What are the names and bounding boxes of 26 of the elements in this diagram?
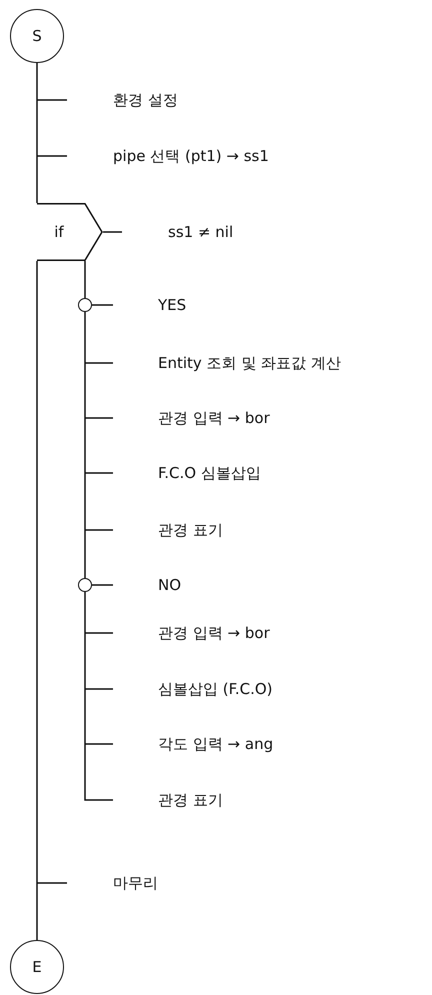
step-text: ss1 ≠ nil: [168, 223, 234, 241]
step-text: pipe 선택 (pt1) → ss1: [113, 147, 269, 165]
branch-circle: [78, 298, 92, 312]
branch-circle: [78, 578, 92, 592]
step-text: 관경 표기: [158, 521, 223, 539]
step-text: 관경 표기: [158, 791, 223, 809]
step-text: Entity 조회 및 좌표값 계산: [158, 354, 341, 372]
terminal-circle: [10, 940, 64, 994]
step-text: 심볼삽입 (F.C.O): [158, 680, 273, 698]
connector-line: [84, 312, 86, 578]
step-text: F.C.O 심볼삽입: [158, 464, 261, 482]
step-text: NO: [158, 576, 182, 594]
step-text: 관경 입력 → bor: [158, 409, 270, 427]
connector-line: [84, 261, 86, 298]
connector-line: [36, 261, 38, 940]
step-text: YES: [158, 296, 186, 314]
connector-line: [36, 63, 38, 203]
step-text: 각도 입력 → ang: [158, 735, 274, 753]
terminal-label: E: [32, 958, 42, 976]
condition-keyword: if: [54, 223, 64, 241]
terminal-circle: [10, 9, 64, 63]
condition-shape: [37, 203, 103, 261]
step-text: 마무리: [113, 874, 158, 892]
step-text: 환경 설정: [113, 91, 178, 109]
step-text: 관경 입력 → bor: [158, 624, 270, 642]
terminal-label: S: [32, 27, 42, 45]
